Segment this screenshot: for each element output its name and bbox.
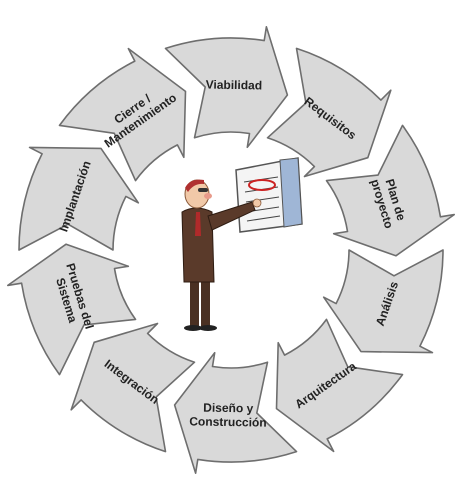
stage-arrow-2 — [266, 47, 392, 178]
calendar-board-icon — [235, 157, 303, 233]
stage-label-line: Viabilidad — [206, 78, 263, 93]
stage-label-1: Viabilidad — [206, 78, 263, 93]
stage-arrow-6 — [173, 351, 298, 474]
stage-arrow-3 — [325, 124, 455, 257]
lifecycle-ring — [7, 26, 455, 474]
stage-label-line: Construcción — [189, 414, 267, 429]
stage-arrow-7 — [70, 322, 196, 453]
stage-arrow-10 — [58, 47, 187, 182]
man-figure — [181, 179, 262, 331]
stage-arrow-9 — [18, 146, 140, 251]
stage-arrow-4 — [322, 249, 444, 354]
stage-arrow-1 — [164, 26, 289, 149]
stage-label-line: Diseño y — [203, 401, 254, 416]
stage-arrow-8 — [7, 243, 137, 376]
stage-arrow-5 — [275, 318, 404, 453]
man-pointing-at-calendar-icon — [181, 157, 303, 331]
